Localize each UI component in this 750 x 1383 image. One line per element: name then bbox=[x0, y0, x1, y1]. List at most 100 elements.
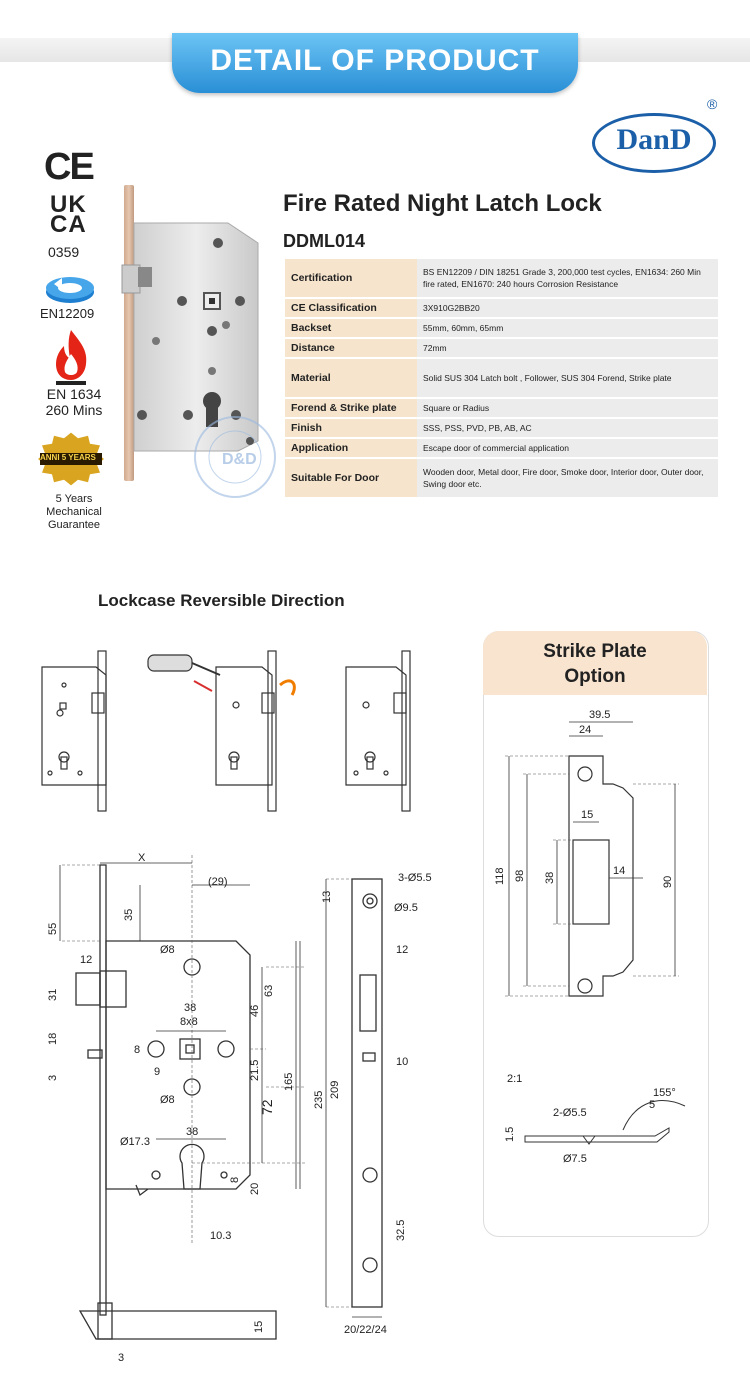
guarantee-line3: Guarantee bbox=[48, 519, 100, 531]
svg-text:D&D: D&D bbox=[222, 451, 257, 468]
dim-12-forend: 12 bbox=[396, 944, 408, 956]
strike-scale: 2:1 bbox=[507, 1073, 522, 1085]
lockcase-step-2 bbox=[147, 650, 296, 812]
spec-value: Escape door of commercial application bbox=[417, 439, 718, 457]
lockcase-step-1 bbox=[41, 650, 107, 812]
spec-key: Forend & Strike plate bbox=[285, 399, 417, 417]
strike-plate-drawing: 118 98 38 90 39.5 24 15 14 2:1 1.5 2-Ø5.… bbox=[494, 709, 686, 1165]
spec-value: Wooden door, Metal door, Fire door, Smok… bbox=[417, 459, 718, 497]
spec-value: BS EN12209 / DIN 18251 Grade 3, 200,000 … bbox=[417, 259, 718, 297]
dim-38-top: 38 bbox=[184, 1002, 196, 1014]
spec-value: Square or Radius bbox=[417, 399, 718, 417]
strike-plate-header bbox=[483, 631, 707, 695]
spec-key: CE Classification bbox=[285, 299, 417, 317]
dim-13: 13 bbox=[321, 891, 333, 903]
guarantee-line2: Mechanical bbox=[46, 506, 102, 518]
dim-72: 72 bbox=[259, 1099, 275, 1115]
en12209-label: EN12209 bbox=[40, 306, 95, 321]
dim-12: 12 bbox=[80, 954, 92, 966]
dim-20: 20 bbox=[249, 1183, 261, 1195]
banner-title: DETAIL OF PRODUCT bbox=[210, 44, 540, 77]
strike-dim-118: 118 bbox=[494, 867, 506, 885]
dim-o17-3: Ø17.3 bbox=[120, 1136, 150, 1148]
dim-8x8: 8x8 bbox=[180, 1016, 198, 1028]
ukca-mark: UK CA bbox=[50, 191, 96, 238]
spec-key: Distance bbox=[285, 339, 417, 357]
spec-value: SSS, PSS, PVD, PB, AB, AC bbox=[417, 419, 718, 437]
strike-dim-14: 14 bbox=[613, 865, 625, 877]
dim-3-bottom: 3 bbox=[118, 1352, 124, 1364]
ce-mark: CE bbox=[44, 146, 95, 188]
guarantee-line1: 5 Years bbox=[55, 493, 93, 505]
dim-21-5: 21.5 bbox=[249, 1060, 261, 1081]
dim-10: 10 bbox=[396, 1056, 408, 1068]
ukca-bottom: CA bbox=[50, 211, 87, 238]
dim-8-bottom: 8 bbox=[229, 1177, 241, 1183]
dim-46: 46 bbox=[249, 1005, 261, 1017]
cycle-test-icon bbox=[46, 277, 94, 303]
strike-title-line1: Strike Plate bbox=[543, 641, 647, 662]
strike-dim-98: 98 bbox=[514, 870, 526, 882]
lockcase-step-3 bbox=[345, 650, 411, 812]
reversible-title: Lockcase Reversible Direction bbox=[98, 591, 345, 610]
dim-8: 8 bbox=[134, 1044, 140, 1056]
guarantee-badge-text: ANNI 5 YEARS bbox=[40, 453, 96, 462]
dim-o8-top: Ø8 bbox=[160, 944, 175, 956]
spec-key: Finish bbox=[285, 419, 417, 437]
strike-dim-39-5: 39.5 bbox=[589, 709, 610, 721]
product-title: Fire Rated Night Latch Lock bbox=[283, 190, 602, 217]
spec-value: Solid SUS 304 Latch bolt , Follower, SUS… bbox=[417, 359, 718, 397]
dim-15: 15 bbox=[253, 1321, 265, 1333]
brand-logo-text: DanD bbox=[616, 123, 692, 156]
strike-dim-2-holes: 2-Ø5.5 bbox=[553, 1107, 587, 1119]
fire-icon bbox=[56, 330, 87, 385]
dim-3: 3 bbox=[47, 1075, 59, 1081]
spec-key: Certification bbox=[285, 259, 417, 297]
dim-18: 18 bbox=[47, 1033, 59, 1045]
ukca-top: UK bbox=[50, 191, 87, 218]
spec-value: 55mm, 60mm, 65mm bbox=[417, 319, 718, 337]
guarantee-badge bbox=[38, 432, 104, 486]
spec-key: Material bbox=[285, 359, 417, 397]
spec-key: Application bbox=[285, 439, 417, 457]
ukca-number: 0359 bbox=[48, 244, 80, 260]
dim-o9-5: Ø9.5 bbox=[394, 902, 418, 914]
strike-dim-o7-5: Ø7.5 bbox=[563, 1153, 587, 1165]
strike-dim-90: 90 bbox=[662, 876, 674, 888]
spec-key: Backset bbox=[285, 319, 417, 337]
dim-209: 209 bbox=[329, 1081, 341, 1099]
strike-plate-title: Strike Plate Option bbox=[483, 639, 707, 689]
dim-63: 63 bbox=[263, 985, 275, 997]
dim-29: (29) bbox=[208, 876, 228, 888]
dim-3-holes: 3-Ø5.5 bbox=[398, 872, 432, 884]
reversible-illustrations bbox=[41, 650, 411, 812]
strike-dim-15: 15 bbox=[581, 809, 593, 821]
strike-title-line2: Option bbox=[564, 666, 626, 687]
strike-dim-38: 38 bbox=[544, 872, 556, 884]
product-model: DDML014 bbox=[283, 231, 366, 251]
strike-dim-5: 5 bbox=[649, 1099, 655, 1111]
dim-9: 9 bbox=[154, 1066, 160, 1078]
en1634-label: EN 1634 260 Mins bbox=[44, 386, 104, 418]
dim-35: 35 bbox=[123, 909, 135, 921]
spec-key: Suitable For Door bbox=[285, 459, 417, 497]
brand-logo bbox=[592, 113, 716, 173]
dim-x: X bbox=[138, 852, 146, 864]
en1634-line2: 260 Mins bbox=[45, 402, 103, 418]
dim-38-bottom: 38 bbox=[186, 1126, 198, 1138]
dim-10-3: 10.3 bbox=[210, 1230, 231, 1242]
dim-32-5: 32.5 bbox=[395, 1220, 407, 1241]
dim-165: 165 bbox=[283, 1073, 295, 1091]
dim-o8-bottom: Ø8 bbox=[160, 1094, 175, 1106]
dim-235: 235 bbox=[313, 1091, 325, 1109]
dim-31: 31 bbox=[47, 989, 59, 1001]
